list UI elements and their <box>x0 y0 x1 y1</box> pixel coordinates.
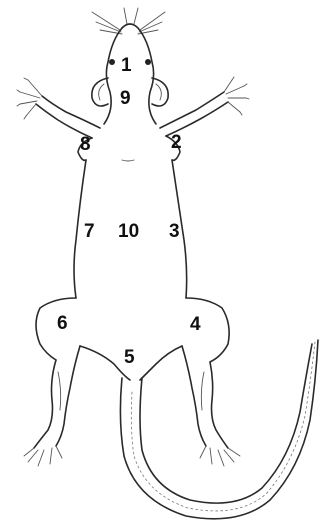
region-label-9: 9 <box>120 88 131 109</box>
region-label-7: 7 <box>84 221 95 242</box>
region-label-3: 3 <box>169 221 180 242</box>
whiskers <box>92 8 165 34</box>
region-label-2: 2 <box>171 132 182 153</box>
region-label-10: 10 <box>118 221 139 242</box>
region-label-8: 8 <box>80 134 91 155</box>
tail <box>120 340 318 519</box>
left-eye <box>109 59 115 65</box>
hind-left-limb <box>24 298 80 466</box>
region-label-5: 5 <box>124 347 135 368</box>
region-label-1: 1 <box>121 55 132 76</box>
right-eye <box>145 59 151 65</box>
region-label-4: 4 <box>190 314 201 335</box>
region-label-6: 6 <box>57 313 68 334</box>
